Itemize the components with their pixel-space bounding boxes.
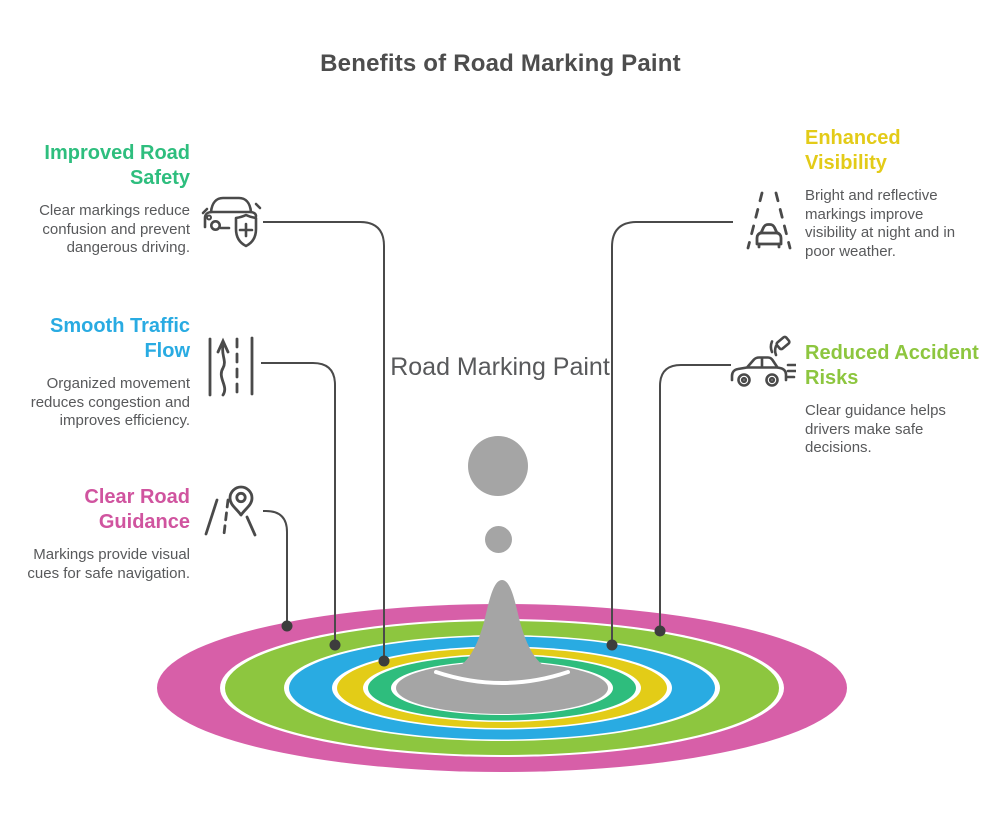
- benefit-enhanced-visibility: Enhanced Visibility Bright and reflectiv…: [805, 126, 971, 261]
- car-signal-icon: [728, 332, 796, 396]
- benefit-improved-road-safety: Improved Road Safety Clear markings redu…: [30, 141, 190, 258]
- droplet-small: [485, 526, 512, 553]
- benefit-clear-road-guidance: Clear Road Guidance Markings provide vis…: [10, 485, 190, 583]
- benefit-heading: Enhanced Visibility: [805, 127, 901, 174]
- traffic-lanes-icon: [206, 334, 256, 400]
- benefit-heading: Improved Road Safety: [44, 142, 190, 189]
- benefit-heading: Clear Road Guidance: [84, 486, 190, 533]
- benefit-smooth-traffic-flow: Smooth Traffic Flow Organized movement r…: [30, 314, 190, 431]
- droplet-large: [468, 436, 528, 496]
- benefit-body: Clear guidance helps drivers make safe d…: [805, 402, 946, 456]
- benefit-body: Organized movement reduces congestion an…: [30, 375, 190, 429]
- benefit-body: Markings provide visual cues for safe na…: [27, 546, 190, 582]
- splash-ripple-graphic: [157, 580, 847, 772]
- page-title: Benefits of Road Marking Paint: [320, 50, 681, 77]
- benefit-body: Clear markings reduce confusion and prev…: [39, 202, 190, 256]
- map-pin-road-icon: [202, 484, 264, 546]
- benefit-heading: Smooth Traffic Flow: [49, 315, 190, 362]
- splash-column: [434, 580, 570, 684]
- car-shield-icon: [200, 190, 264, 250]
- night-road-car-icon: [740, 188, 798, 254]
- benefit-reduced-accident-risks: Reduced Accident Risks Clear guidance he…: [805, 341, 983, 458]
- splash-highlight: [434, 670, 570, 685]
- benefit-heading: Reduced Accident Risks: [805, 342, 979, 389]
- benefit-body: Bright and reflective markings improve v…: [805, 187, 956, 260]
- center-label: Road Marking Paint: [390, 353, 610, 381]
